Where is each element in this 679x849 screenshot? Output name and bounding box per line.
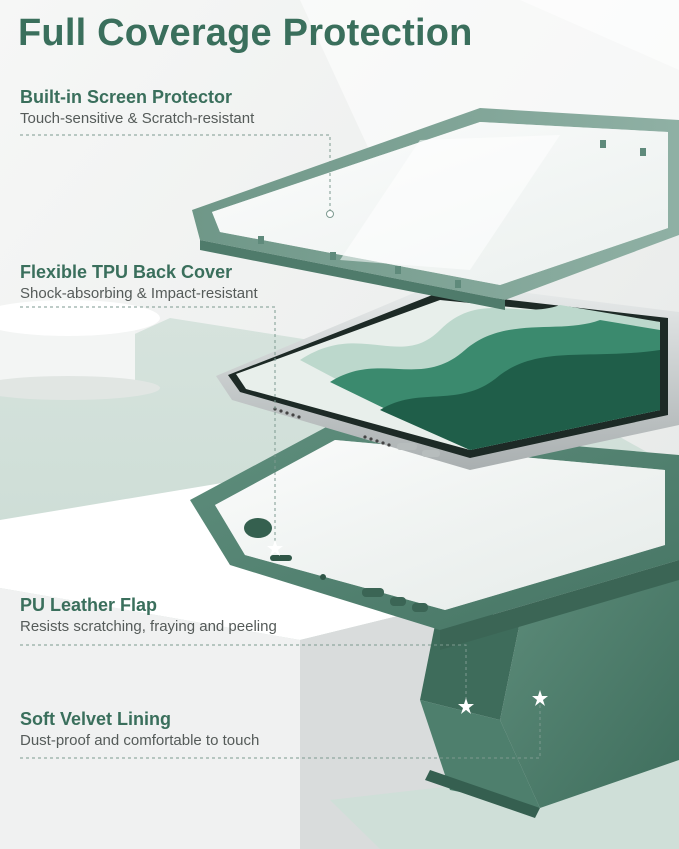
screen-protector	[192, 108, 679, 310]
feature-description: Dust-proof and comfortable to touch	[20, 732, 260, 749]
page-title: Full Coverage Protection	[18, 12, 473, 54]
feature-title: Built-in Screen Protector	[20, 87, 233, 107]
feature-title: Soft Velvet Lining	[20, 709, 172, 729]
feature-description: Resists scratching, fraying and peeling	[20, 618, 277, 635]
tablet	[216, 282, 679, 470]
feature-description: Shock-absorbing & Impact-resistant	[20, 285, 258, 302]
feature-title: PU Leather Flap	[20, 595, 158, 615]
callout-dot-screen	[326, 210, 334, 218]
callout-star-lining	[532, 690, 548, 706]
callout-star-flap	[458, 698, 474, 714]
feature-tpu-back-cover: Flexible TPU Back Cover Shock-absorbing …	[20, 261, 258, 304]
callout-lines	[20, 134, 541, 759]
feature-pu-leather-flap: PU Leather Flap Resists scratching, fray…	[20, 594, 277, 637]
feature-screen-protector: Built-in Screen Protector Touch-sensitiv…	[20, 86, 254, 129]
cylinder-prop	[0, 300, 160, 400]
feature-description: Touch-sensitive & Scratch-resistant	[20, 110, 255, 127]
tpu-back-cover	[190, 425, 679, 650]
feature-velvet-lining: Soft Velvet Lining Dust-proof and comfor…	[20, 708, 259, 751]
callout-star-tpu	[267, 540, 283, 556]
feature-title: Flexible TPU Back Cover	[20, 262, 233, 282]
